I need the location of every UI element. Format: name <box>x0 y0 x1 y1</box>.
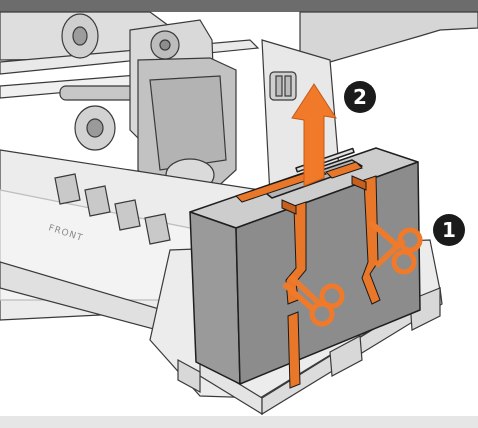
step-badge-2: 2 <box>344 81 376 113</box>
strap-right-side <box>361 175 381 305</box>
pallet-block-2 <box>329 335 363 377</box>
printer-casing-right <box>299 11 478 63</box>
header-band <box>0 0 478 12</box>
step-number-1: 1 <box>442 218 456 242</box>
step-badge-1: 1 <box>433 214 465 246</box>
arrow-up-icon <box>291 83 338 187</box>
printer-latch <box>269 71 297 101</box>
box-front <box>189 211 241 385</box>
scissors-icon <box>282 274 345 327</box>
pallet-block-1 <box>177 358 201 394</box>
strap-right-top <box>325 161 363 179</box>
scissors-icon <box>368 220 423 275</box>
clamp-brackets <box>54 173 171 245</box>
printer-machine <box>0 11 478 353</box>
footer-band <box>0 416 478 428</box>
step-number-2: 2 <box>353 85 367 109</box>
